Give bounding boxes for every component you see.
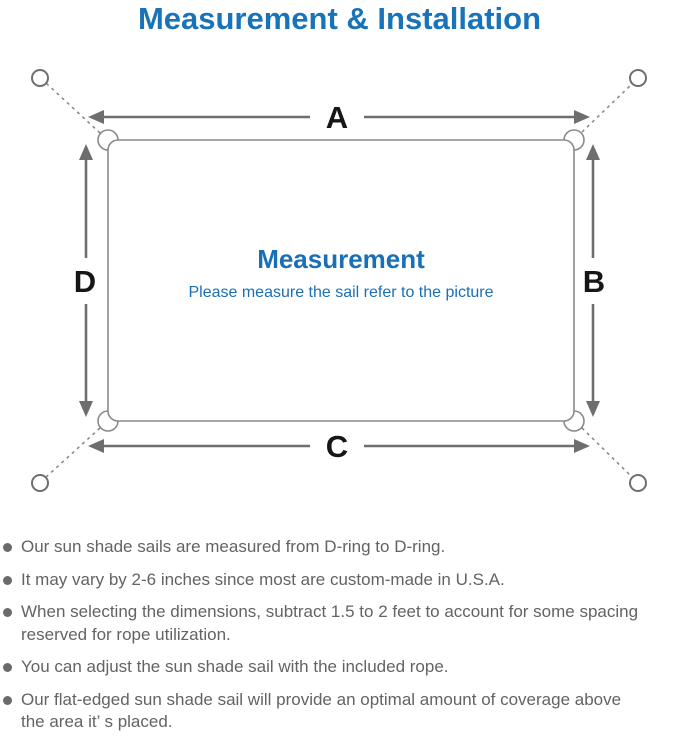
arrowhead-d-top — [79, 144, 93, 160]
rope-dashed-top-right — [581, 83, 633, 133]
note-line: Our sun shade sails are measured from D-… — [21, 537, 446, 556]
note-text: When selecting the dimensions, subtract … — [21, 601, 638, 646]
note-line: Our flat-edged sun shade sail will provi… — [21, 689, 622, 709]
note-line: It may vary by 2-6 inches since most are… — [21, 569, 505, 589]
note-line: the area it’ s placed. — [21, 712, 173, 731]
sail-measurement-diagram: A B C D Measurement Please measure the s… — [31, 69, 647, 492]
note-item-5: Our flat-edged sun shade sail will provi… — [2, 689, 675, 734]
bullet-dot-icon — [3, 543, 12, 552]
dimension-label-d: D — [74, 264, 96, 299]
diagram-center-title: Measurement — [257, 244, 425, 274]
label-gap-a — [310, 100, 364, 134]
arrowhead-a-left — [88, 110, 104, 124]
bullet-dot-icon — [3, 608, 12, 617]
arrowhead-b-bottom — [586, 401, 600, 417]
note-text: It may vary by 2-6 inches since most are… — [21, 569, 505, 592]
note-text: You can adjust the sun shade sail with t… — [21, 656, 449, 679]
measurement-notes-list: Our sun shade sails are measured from D-… — [2, 536, 675, 739]
dimension-label-a: A — [326, 100, 348, 135]
note-line: You can adjust the sun shade sail with t… — [21, 657, 449, 676]
bullet-dot-icon — [3, 695, 12, 705]
arrowhead-c-left — [88, 439, 104, 453]
note-item-4: You can adjust the sun shade sail with t… — [2, 656, 675, 679]
dimension-label-c: C — [326, 429, 348, 464]
note-item-2: It may vary by 2-6 inches since most are… — [2, 569, 675, 592]
anchor-ring-bottom-left — [31, 474, 49, 492]
label-gap-c — [310, 429, 364, 463]
anchor-ring-top-left — [31, 69, 49, 87]
arrowhead-a-right — [574, 110, 590, 124]
arrowhead-c-right — [574, 439, 590, 453]
note-item-1: Our sun shade sails are measured from D-… — [2, 536, 675, 559]
rope-dashed-bottom-right — [581, 427, 634, 479]
label-gap-b — [576, 258, 614, 304]
rope-dashed-bottom-left — [44, 427, 101, 479]
rope-dashed-top-left — [45, 82, 101, 134]
label-gap-d — [62, 258, 106, 304]
anchor-ring-bottom-right — [629, 474, 647, 492]
bullet-dot-icon — [3, 575, 12, 585]
arrowhead-d-bottom — [79, 401, 93, 417]
arrowhead-b-top — [586, 144, 600, 160]
dimension-label-b: B — [583, 264, 605, 299]
anchor-ring-top-right — [629, 69, 647, 87]
bullet-dot-icon — [3, 663, 12, 672]
diagram-center-subtitle: Please measure the sail refer to the pic… — [188, 284, 493, 301]
page-title: Measurement & Installation — [137, 1, 542, 36]
note-line: reserved for rope utilization. — [21, 624, 231, 644]
note-line: When selecting the dimensions, subtract … — [21, 602, 639, 621]
sail-rectangle — [107, 139, 575, 422]
note-item-3: When selecting the dimensions, subtract … — [2, 601, 675, 646]
note-text: Our sun shade sails are measured from D-… — [21, 536, 445, 559]
note-text: Our flat-edged sun shade sail will provi… — [21, 689, 621, 734]
